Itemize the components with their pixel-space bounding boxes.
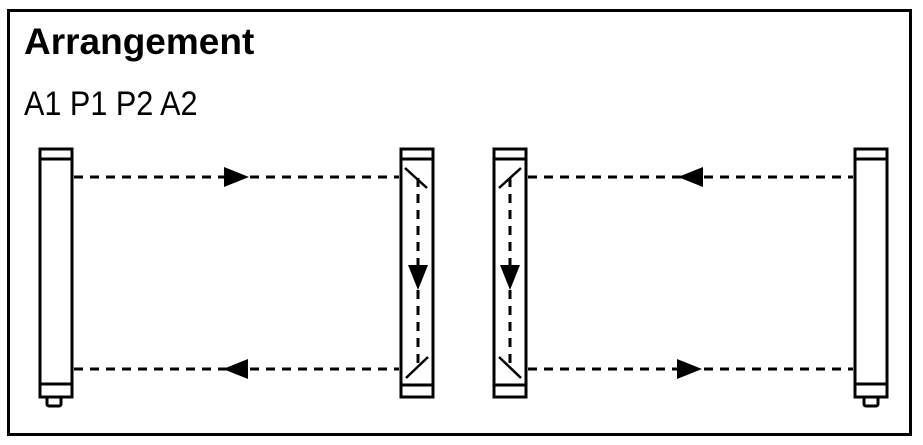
connector-icon — [862, 395, 880, 408]
device-a2 — [853, 147, 889, 408]
arrow-right-icon — [224, 167, 249, 187]
connector-icon — [45, 395, 63, 408]
mirror-icon — [405, 356, 429, 379]
device-a1 — [38, 147, 74, 408]
arrow-right-icon — [677, 359, 702, 379]
arrow-down-icon — [500, 265, 520, 290]
diagram-title: Arrangement — [24, 21, 255, 62]
mirror-icon — [498, 356, 522, 379]
diagram-frame — [7, 9, 912, 436]
arrow-left-icon — [223, 359, 248, 379]
arrow-down-icon — [408, 265, 428, 290]
arrow-left-icon — [678, 167, 703, 187]
mirror-icon — [404, 167, 428, 189]
arrangement-label: A1 P1 P2 A2 — [24, 85, 198, 123]
